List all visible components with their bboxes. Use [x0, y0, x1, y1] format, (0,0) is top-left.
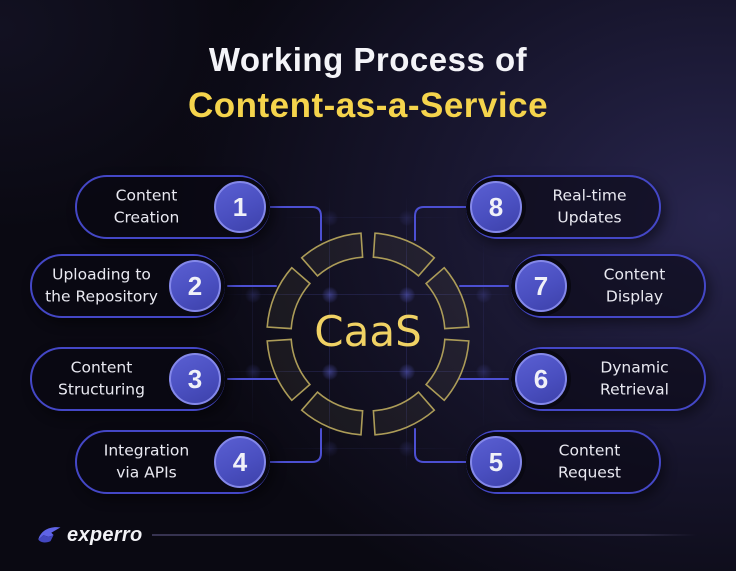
connector-step-1 — [266, 206, 322, 241]
connector-step-4 — [266, 428, 322, 463]
caas-ring-segment — [266, 338, 312, 402]
caas-center-label: CaaS — [314, 307, 422, 356]
caas-ring-segment — [372, 232, 436, 278]
background-grid-pattern — [213, 190, 525, 478]
caas-ring-segment — [266, 266, 312, 330]
step-number-5: 5 — [470, 436, 522, 488]
caas-ring — [266, 232, 470, 436]
step-number-8: 8 — [470, 181, 522, 233]
connector-step-5 — [414, 428, 470, 463]
title-line-1: Working Process of — [208, 41, 528, 78]
title-line-2: Content-as-a-Service — [187, 86, 549, 125]
step-number-4: 4 — [214, 436, 266, 488]
caas-ring-segment — [424, 338, 470, 402]
brand-logo: experro — [36, 521, 142, 549]
step-number-7: 7 — [515, 260, 567, 312]
connector-step-8 — [414, 206, 470, 241]
brand-name: experro — [67, 523, 143, 546]
connector-lines — [227, 206, 509, 463]
page-title: Working Process of Content-as-a-Service — [0, 41, 736, 126]
experro-bird-icon — [38, 527, 61, 543]
caas-ring-segment — [300, 390, 364, 436]
footer-divider-line — [152, 534, 697, 536]
caas-ring-segment — [300, 232, 364, 278]
step-number-3: 3 — [169, 353, 221, 405]
step-number-1: 1 — [214, 181, 266, 233]
step-number-6: 6 — [515, 353, 567, 405]
caas-ring-segment — [424, 266, 470, 330]
caas-ring-segment — [372, 390, 436, 436]
step-number-2: 2 — [169, 260, 221, 312]
